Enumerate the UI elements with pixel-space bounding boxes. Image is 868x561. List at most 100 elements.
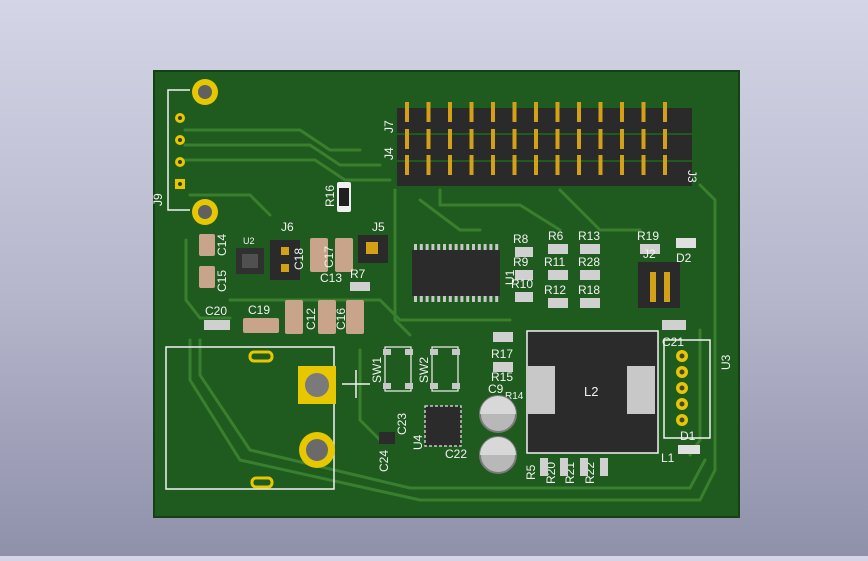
header-pin	[469, 155, 474, 175]
svg-text:R18: R18	[578, 283, 600, 297]
resistor-row-bottom[interactable]: R5 R20 R21 R22	[524, 458, 608, 484]
svg-text:C19: C19	[248, 303, 270, 317]
capacitor-c20[interactable]: C20	[204, 304, 230, 330]
resistor-r17[interactable]: R17	[491, 332, 513, 361]
svg-text:SW2: SW2	[417, 357, 431, 383]
header-pin	[555, 102, 560, 122]
header-pin	[577, 129, 581, 149]
svg-text:J2: J2	[643, 247, 656, 261]
capacitor-c17[interactable]: C17	[322, 238, 353, 272]
electrolytic-capacitors[interactable]	[479, 395, 517, 474]
connector-j5[interactable]: J5	[358, 220, 388, 263]
svg-text:C17: C17	[322, 246, 336, 268]
capacitor-c14[interactable]: C14	[199, 234, 229, 256]
ic-u4[interactable]: U4	[411, 405, 462, 450]
ref-c13: C13	[320, 271, 342, 285]
ref-j6: J6	[281, 220, 294, 234]
header-pin	[426, 155, 431, 175]
connector-j6[interactable]	[270, 240, 300, 280]
capacitor-c16[interactable]: C16	[318, 300, 364, 334]
capacitor-c24[interactable]: C24	[377, 450, 391, 472]
capacitor-c23[interactable]: C23	[379, 413, 409, 444]
svg-text:R16: R16	[323, 185, 337, 207]
svg-text:U3: U3	[719, 354, 733, 370]
capacitor-c21[interactable]: C21	[662, 320, 686, 349]
resistor-r15[interactable]: R15	[491, 362, 513, 384]
connector-j2[interactable]: J2	[638, 247, 680, 308]
header-pin	[405, 102, 409, 122]
ic-pin	[425, 244, 429, 250]
capacitor-c22[interactable]: C22	[445, 447, 467, 461]
diode-d1[interactable]: D1	[678, 429, 700, 454]
ic-pin	[454, 296, 458, 302]
switch-sw1[interactable]: SW1	[370, 346, 413, 392]
header-pin	[491, 102, 495, 122]
svg-text:R8: R8	[513, 232, 529, 246]
ic-pin	[431, 296, 435, 302]
svg-text:U1: U1	[503, 269, 517, 285]
svg-text:C23: C23	[395, 413, 409, 435]
ic-pin	[460, 296, 464, 302]
ic-pin	[489, 296, 493, 302]
header-pin	[641, 155, 646, 175]
capacitor-c15[interactable]: C15	[199, 266, 229, 292]
inductor-l2[interactable]: L2	[526, 330, 659, 454]
ref-c9: C9	[488, 382, 504, 396]
ic-pin	[414, 244, 417, 250]
header-pin	[491, 155, 495, 175]
ic-pin	[448, 244, 452, 250]
header-pin	[620, 102, 624, 122]
header-pin	[534, 102, 538, 122]
svg-text:U4: U4	[411, 434, 425, 450]
ic-pin	[448, 296, 452, 302]
header-pin	[598, 102, 603, 122]
ic-u1[interactable]: U1	[412, 244, 517, 302]
pin-headers[interactable]: J7 J4 J3	[382, 102, 699, 186]
led-d2[interactable]: D2	[676, 238, 696, 265]
header-pin	[577, 155, 581, 175]
ic-pin	[419, 296, 423, 302]
svg-text:R9: R9	[513, 255, 529, 269]
header-pin	[663, 155, 667, 175]
svg-text:R19: R19	[637, 229, 659, 243]
resistor-r7[interactable]: R7	[350, 267, 370, 291]
capacitor-c12[interactable]: C12	[285, 300, 318, 334]
ic-pin	[414, 296, 417, 302]
ic-pin	[443, 244, 446, 250]
ic-pin	[495, 244, 499, 250]
header-pin	[555, 155, 560, 175]
svg-text:C12: C12	[304, 308, 318, 330]
svg-text:R17: R17	[491, 347, 513, 361]
header-pin	[426, 129, 431, 149]
ic-pin	[437, 296, 441, 302]
resistor-r16[interactable]: R16	[323, 182, 351, 212]
header-pin	[641, 102, 646, 122]
resistor-grid[interactable]: R8 R6 R13 R19 R9 R11 R28 R10 R12 R18	[511, 229, 660, 308]
header-pin	[448, 102, 452, 122]
ic-pin	[443, 296, 446, 302]
module-u3[interactable]: U3	[663, 339, 733, 439]
connector-j9[interactable]: J9	[151, 79, 218, 225]
header-pin	[448, 129, 452, 149]
svg-text:J5: J5	[372, 220, 385, 234]
header-pin	[469, 102, 474, 122]
ic-pin	[477, 296, 481, 302]
ic-pin	[419, 244, 423, 250]
header-pin	[512, 155, 517, 175]
header-pin	[641, 129, 646, 149]
svg-text:U2: U2	[243, 236, 255, 246]
header-pin	[512, 129, 517, 149]
ic-pin	[495, 296, 499, 302]
header-pin	[405, 129, 409, 149]
ic-pin	[483, 244, 487, 250]
ic-u2[interactable]: U2	[236, 236, 264, 274]
ic-pin	[489, 244, 493, 250]
inductor-l1[interactable]: L1	[661, 451, 675, 465]
svg-text:C21: C21	[662, 335, 684, 349]
switch-sw2[interactable]: SW2	[417, 346, 460, 392]
capacitor-c19[interactable]: C19	[243, 303, 279, 333]
capacitor-c18[interactable]: C18	[292, 238, 328, 272]
header-pin	[405, 155, 409, 175]
dc-jack[interactable]	[165, 346, 370, 490]
